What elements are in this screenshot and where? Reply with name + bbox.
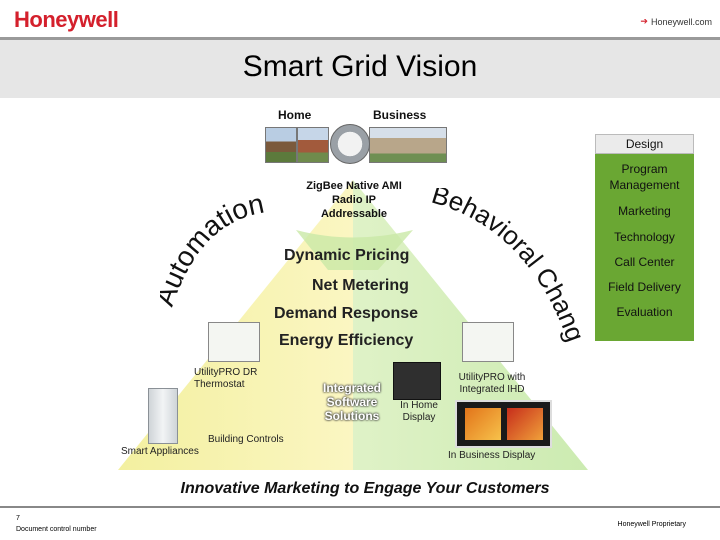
in-home-display-image [393,362,441,400]
smart-appliances-label: Smart Appliances [121,446,199,457]
footer-headline: Innovative Marketing to Engage Your Cust… [0,480,720,498]
business-photo [369,127,447,163]
energy-efficiency-label: Energy Efficiency [279,332,413,350]
utilitypro-ihd-label: UtilityPRO with Integrated IHD [450,372,534,396]
in-business-display-label: In Business Display [448,450,535,461]
honeywell-link-label: Honeywell.com [651,17,712,27]
honeywell-logo: Honeywell [14,7,118,33]
refrigerator-image [148,388,178,444]
thermostat-label: UtilityPRO DR Thermostat [194,367,266,391]
business-label: Business [373,108,426,122]
automation-text: Automation [160,188,267,310]
proprietary-notice: Honeywell Proprietary [618,521,686,528]
home-photo-1 [265,127,297,163]
in-home-display-label: In Home Display [396,400,442,424]
footer-divider [0,506,720,508]
thermostat-image [208,322,260,362]
zigbee-label: ZigBee Native AMI Radio IP Addressable [298,179,410,221]
net-metering-label: Net Metering [312,277,409,295]
slide-title: Smart Grid Vision [0,50,720,84]
arrow-right-icon: ➔ [640,16,648,27]
dynamic-pricing-label: Dynamic Pricing [284,247,409,265]
smart-meter-icon [330,124,370,164]
sidebar-item-design: Design [595,136,694,152]
demand-response-label: Demand Response [274,305,418,323]
document-control-number: Document control number [16,526,97,533]
svg-text:Automation: Automation [160,188,267,310]
honeywell-link[interactable]: ➔ Honeywell.com [640,16,712,27]
home-photo-2 [297,127,329,163]
home-label: Home [278,108,311,122]
page-number: 7 [16,515,20,522]
integrated-software-label: Integrated Software Solutions [320,381,384,423]
utilitypro-ihd-image [462,322,514,362]
in-business-display-image [455,400,552,448]
building-controls-label: Building Controls [208,434,284,445]
